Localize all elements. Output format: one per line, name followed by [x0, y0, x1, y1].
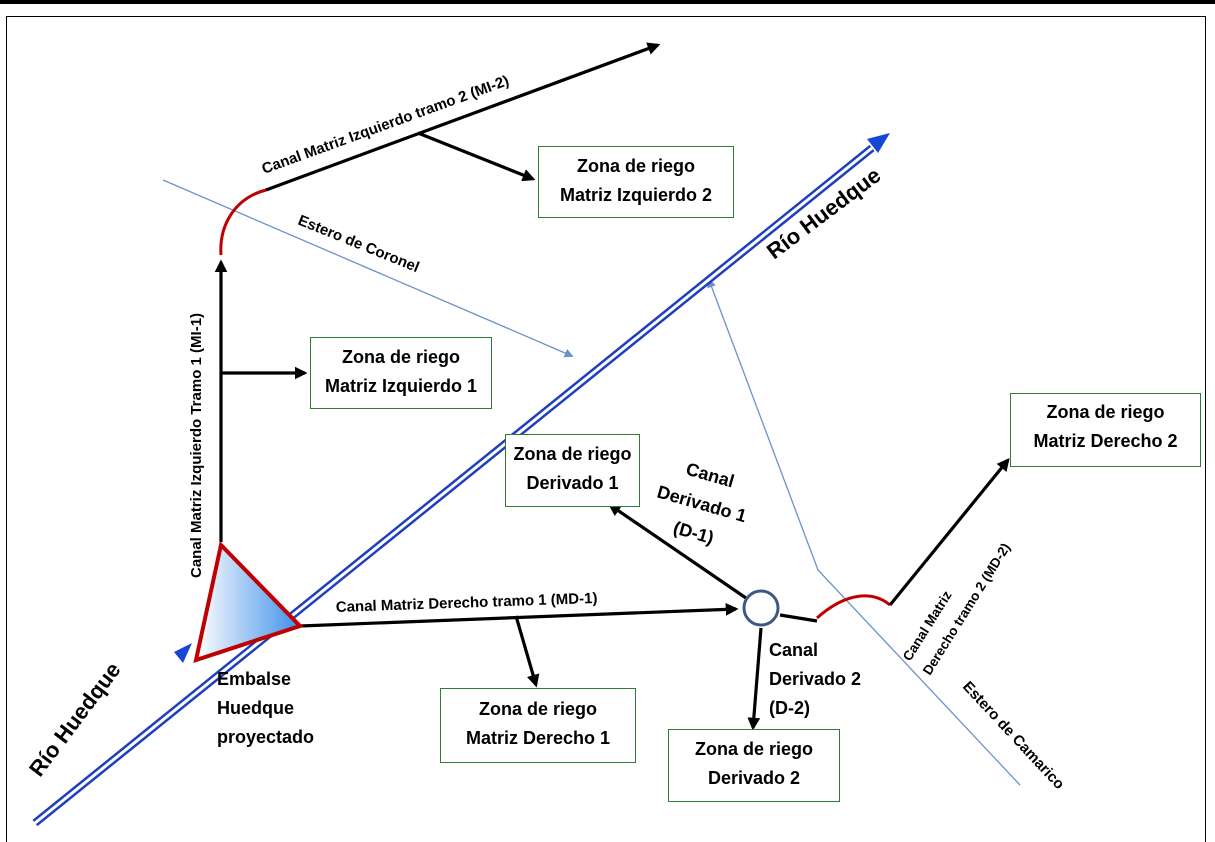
canal-md1-branch	[514, 615, 540, 688]
reservoir-label-line3: proyectado	[217, 727, 315, 747]
derivation-node	[742, 589, 780, 627]
md2-curve	[816, 594, 891, 620]
canal-d2-label-line2: Derivado 2	[769, 669, 862, 689]
river-label-top: Río Huedque	[762, 162, 885, 264]
canal-mi2-branch	[417, 131, 536, 182]
zone-matriz-izquierdo-2: Zona de riego Matriz Izquierdo 2	[538, 146, 734, 218]
reservoir-label: Embalse Huedque proyectado	[217, 665, 314, 752]
canal-d2-label-line3: (D-2)	[769, 698, 810, 718]
reservoir-label-line1: Embalse	[217, 669, 292, 689]
canal-mi1-label: Canal Matriz Izquierdo Tramo 1 (MI-1)	[188, 313, 205, 578]
estero-camarico-line	[707, 278, 1021, 786]
zone-md1-line1: Zona de riego	[478, 699, 597, 719]
zone-d2-line1: Zona de riego	[694, 739, 813, 759]
river-arrowhead-top	[867, 133, 890, 153]
estero-coronel-label: Estero de Coronel	[296, 212, 422, 276]
estero-camarico-label: Estero de Camarico	[959, 678, 1068, 793]
zone-mi1-line2: Matriz Izquierdo 1	[324, 376, 477, 396]
canal-d1-line	[607, 503, 747, 600]
top-border-line	[0, 0, 1215, 4]
zone-d2-line2: Derivado 2	[707, 768, 801, 788]
canal-md1-label: Canal Matriz Derecho tramo 1 (MD-1)	[336, 590, 598, 616]
zone-mi2-line2: Matriz Izquierdo 2	[559, 185, 712, 205]
canal-md2-line	[888, 458, 1010, 607]
canal-mi2-line	[265, 42, 661, 192]
reservoir-triangle	[193, 540, 304, 663]
zone-md2-line2: Matriz Derecho 2	[1033, 431, 1178, 451]
zone-mi1-line1: Zona de riego	[341, 347, 460, 367]
zone-d1-line2: Derivado 1	[526, 473, 619, 493]
diagram-frame	[6, 16, 1206, 842]
canal-d2-line	[747, 627, 763, 731]
canal-mi2-label: Canal Matriz Izquierdo tramo 2 (MI-2)	[260, 72, 512, 177]
reservoir-label-line2: Huedque	[217, 698, 295, 718]
zone-md2-line1: Zona de riego	[1046, 402, 1165, 422]
zone-derivado-2: Zona de riego Derivado 2	[668, 729, 840, 802]
canal-d2-label-line1: Canal	[769, 640, 819, 660]
zone-matriz-derecho-2: Zona de riego Matriz Derecho 2	[1010, 393, 1201, 467]
mi-curve	[219, 188, 267, 256]
zone-matriz-izquierdo-1: Zona de riego Matriz Izquierdo 1	[310, 337, 492, 409]
zone-md1-line2: Matriz Derecho 1	[465, 728, 611, 748]
zone-mi2-line1: Zona de riego	[576, 156, 695, 176]
canal-node-to-md2	[779, 613, 818, 623]
zone-derivado-1: Zona de riego Derivado 1	[505, 434, 640, 507]
estero-coronel-line	[162, 179, 574, 358]
river-arrowhead-bottom	[174, 643, 192, 663]
river-line-inner	[34, 146, 873, 825]
zone-matriz-derecho-1: Zona de riego Matriz Derecho 1	[440, 688, 636, 763]
zone-d1-line1: Zona de riego	[513, 444, 632, 464]
canal-d2-label: Canal Derivado 2 (D-2)	[769, 636, 861, 723]
